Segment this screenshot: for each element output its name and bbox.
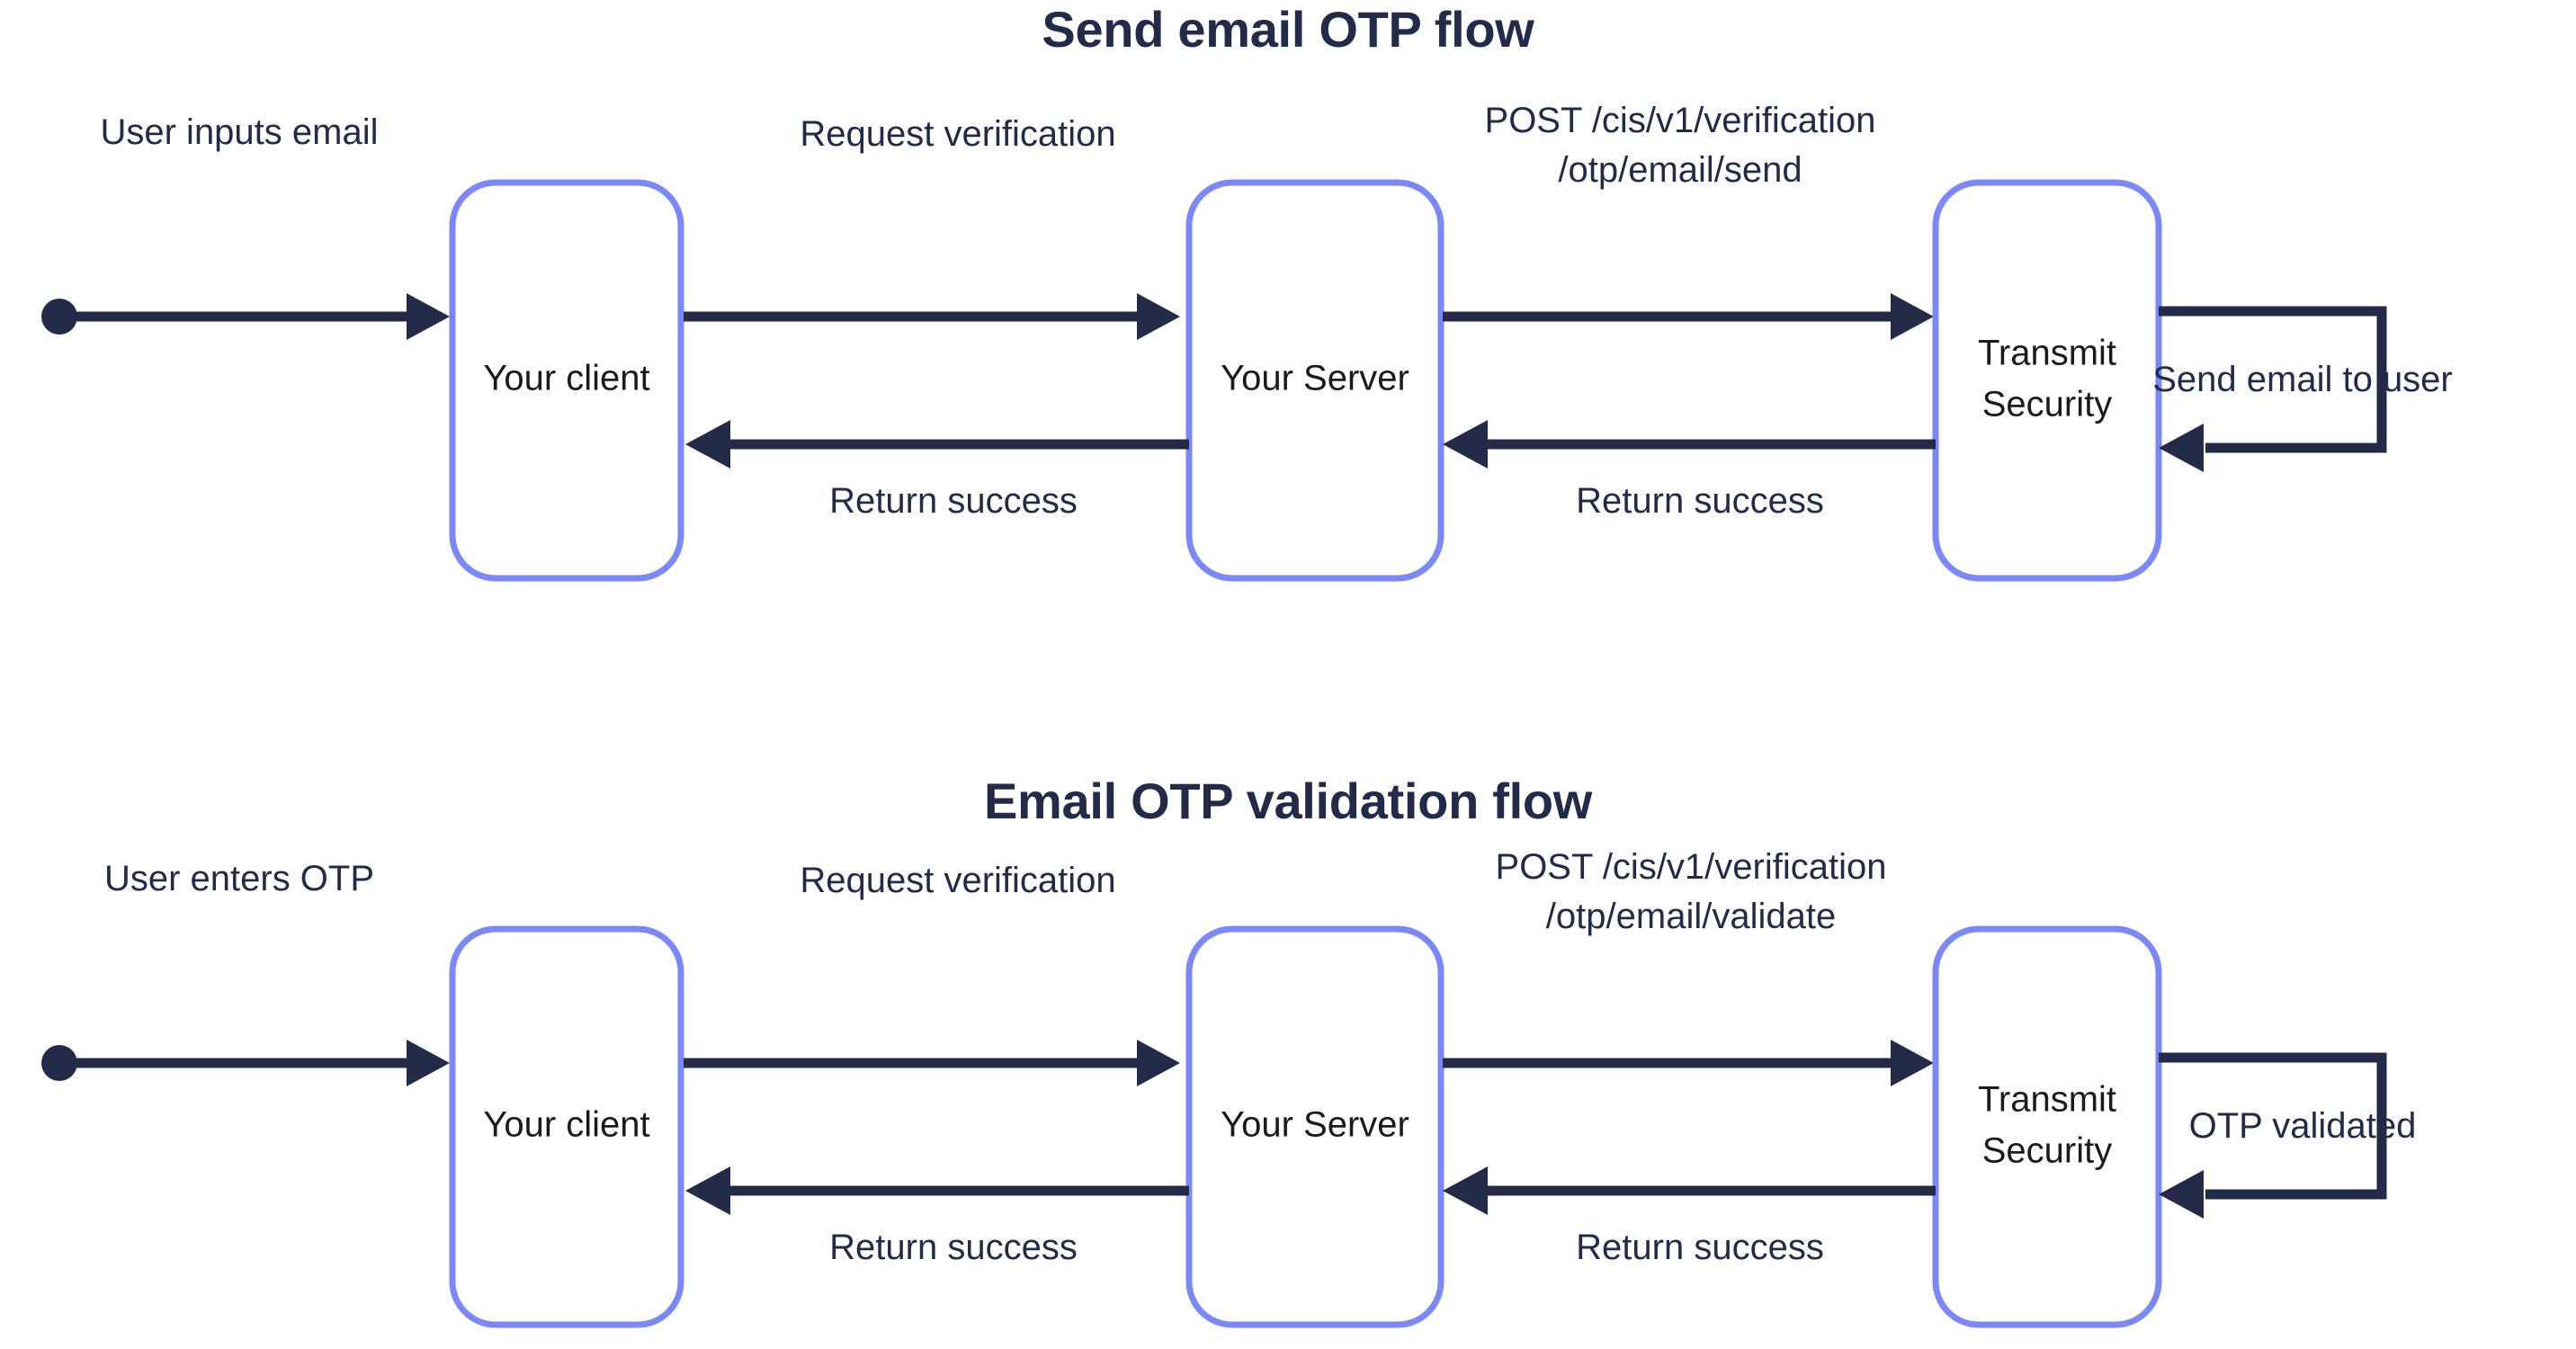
edge-server-to-client-arrowhead (685, 1166, 730, 1215)
edge-server-to-transmit-label-line2: /otp/email/validate (1546, 897, 1836, 936)
edge-transmit-to-server-arrowhead (1443, 1166, 1488, 1215)
edge-server-to-client-label: Return success (829, 1228, 1078, 1267)
node-transmit-security-label-line1: Transmit (1978, 1080, 2116, 1120)
edge-client-to-server-label: Request verification (800, 861, 1115, 900)
edge-transmit-self-loop-line (2159, 1052, 2387, 1200)
edge-server-to-client-label: Return success (829, 481, 1078, 521)
edge-client-to-server-label: Request verification (800, 114, 1115, 154)
node-your-server-label: Your Server (1221, 359, 1409, 398)
flow-diagram-send-email-otp: User inputs email Your client Request ve… (0, 81, 2576, 621)
node-your-server[interactable] (1185, 925, 1445, 1328)
edge-transmit-self-loop-arrowhead (2159, 424, 2204, 472)
edge-transmit-to-server-arrowhead (1443, 420, 1488, 469)
edge-start-to-client-label: User inputs email (100, 112, 378, 152)
edge-transmit-self-loop-line (2159, 306, 2387, 453)
flow-title-email-otp-validation: Email OTP validation flow (983, 773, 1593, 829)
edge-transmit-self-loop-label: Send email to user (2152, 360, 2453, 399)
edge-start-to-client-label: User enters OTP (104, 859, 374, 898)
node-your-server-label: Your Server (1221, 1105, 1409, 1145)
node-your-client[interactable] (449, 179, 684, 582)
edge-server-to-transmit-label-line1: POST /cis/v1/verification (1496, 847, 1887, 887)
flow-diagram-email-otp-validation: User enters OTP Your client Request veri… (0, 845, 2576, 1328)
node-transmit-security-label-line1: Transmit (1978, 334, 2116, 373)
edge-server-to-transmit-label-line1: POST /cis/v1/verification (1485, 101, 1876, 140)
edge-client-to-server-arrowhead (1137, 293, 1180, 340)
edge-transmit-self-loop-label: OTP validated (2189, 1106, 2417, 1146)
node-transmit-security-label-line2: Security (1982, 385, 2113, 424)
edge-server-to-transmit-arrowhead (1891, 1040, 1934, 1086)
edge-transmit-self-loop-arrowhead (2159, 1170, 2204, 1219)
flow-title-send-email-otp: Send email OTP flow (1042, 1, 1534, 58)
edge-start-to-client-arrowhead (407, 1040, 450, 1086)
edge-server-to-transmit-arrowhead (1891, 293, 1934, 340)
edge-server-to-client-arrowhead (685, 420, 730, 469)
edge-transmit-to-server-label: Return success (1576, 1228, 1824, 1267)
node-transmit-security[interactable] (1932, 925, 2162, 1328)
node-your-client[interactable] (449, 925, 684, 1328)
node-transmit-security-label-line2: Security (1982, 1131, 2113, 1171)
edge-start-to-client-arrowhead (407, 293, 450, 340)
edge-client-to-server-arrowhead (1137, 1040, 1180, 1086)
edge-transmit-to-server-label: Return success (1576, 481, 1824, 521)
node-your-client-label: Your client (483, 359, 649, 398)
edge-server-to-transmit-label-line2: /otp/email/send (1558, 150, 1802, 190)
node-your-server[interactable] (1185, 179, 1445, 582)
node-your-client-label: Your client (483, 1105, 649, 1145)
node-transmit-security[interactable] (1932, 179, 2162, 582)
